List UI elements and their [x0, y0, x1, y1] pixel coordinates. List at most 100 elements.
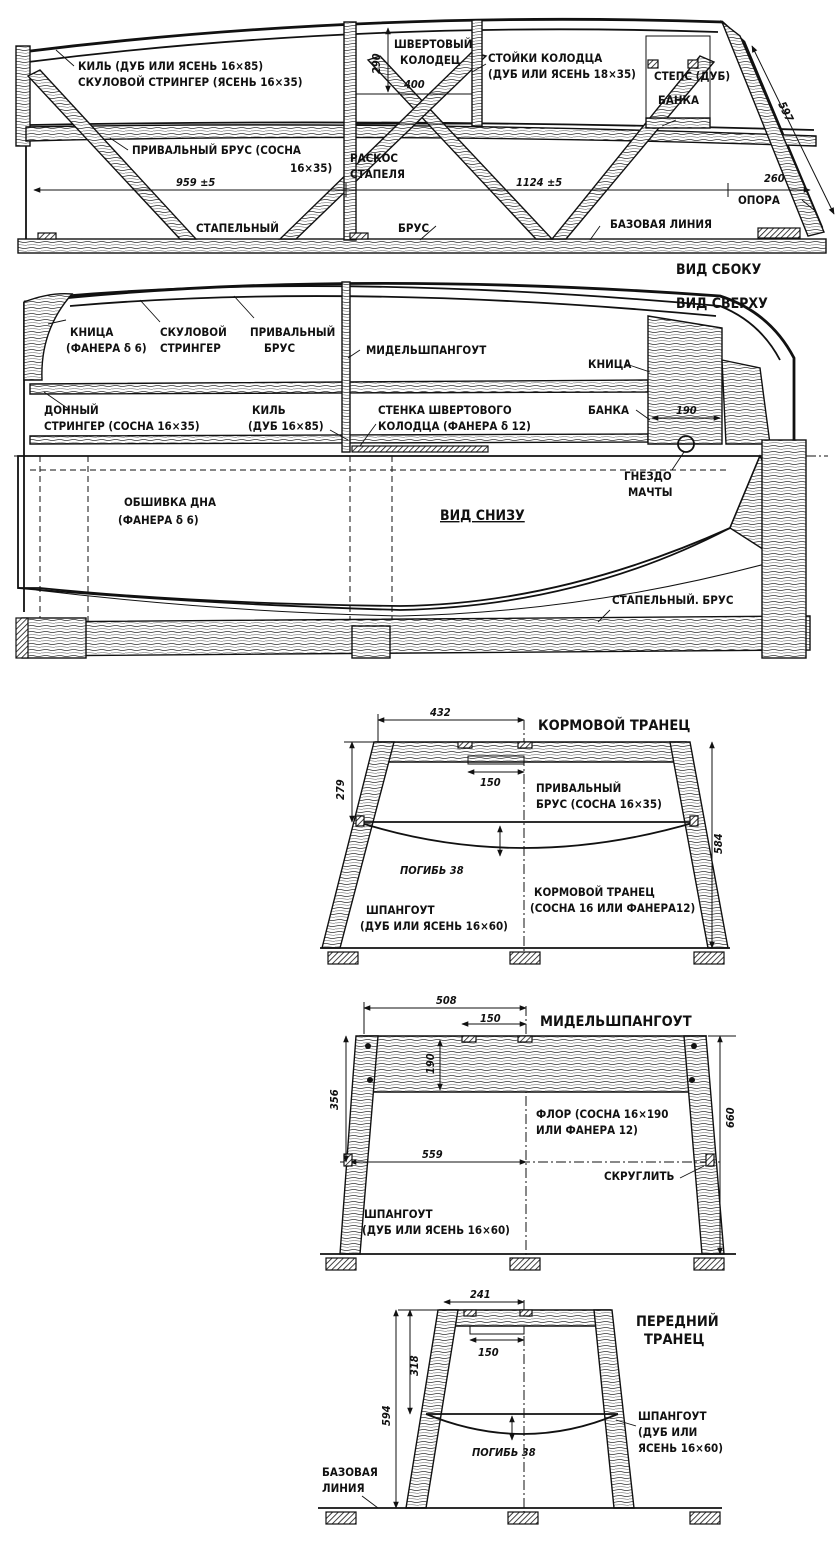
mast-step-hole	[677, 435, 695, 453]
label-knee-2: (ФАНЕРА δ 6)	[66, 341, 147, 355]
label-floor-2: ИЛИ ФАНЕРА 12)	[536, 1123, 638, 1137]
well-post-aft	[343, 21, 357, 241]
dim-mid-side-height: 356	[328, 1089, 341, 1110]
label-fwd-baseline-2: ЛИНИЯ	[322, 1481, 365, 1495]
dim-mid-notch: 150	[480, 1012, 501, 1025]
fwd-frame-left	[405, 1309, 459, 1509]
dim-aft-length: 959 ±5	[176, 176, 215, 189]
top-view: ВИД СВЕРХУ КНИЦА (ФАНЕРА δ 6) СКУЛОВ	[23, 281, 796, 612]
label-posts-1: СТОЙКИ КОЛОДЦА	[488, 50, 602, 65]
label-floor-1: ФЛОР (СОСНА 16×190	[536, 1107, 668, 1121]
label-mid-frame-1: ШПАНГОУТ	[364, 1207, 433, 1221]
stocks-beam	[17, 238, 827, 254]
dim-mid-half-width: 508	[436, 994, 457, 1007]
label-fwd-baseline-1: БАЗОВАЯ	[322, 1465, 378, 1479]
dim-fwd-notch: 150	[478, 1346, 499, 1359]
label-bottom-stringer-1: ДОННЫЙ	[44, 402, 99, 417]
dim-well-height: 290	[370, 53, 383, 74]
label-step: СТЕПС (ДУБ)	[654, 69, 730, 83]
fwd-camber-curve	[425, 1413, 619, 1435]
bottom-stocks-beam	[17, 615, 811, 657]
dim-mid-lower-width: 559	[422, 1148, 443, 1161]
fwd-seat	[647, 315, 723, 445]
dim-fwd-side-height: 318	[408, 1355, 421, 1376]
label-gunwale-2: 16×35)	[290, 161, 332, 175]
stern-frame-left	[321, 741, 395, 949]
label-stern-transom-1: КОРМОВОЙ ТРАНЕЦ	[534, 884, 655, 899]
label-fwd-camber: ПОГИБЬ 38	[472, 1446, 536, 1459]
dim-mid-total-height: 660	[724, 1107, 737, 1128]
title-stern-transom: КОРМОВОЙ ТРАНЕЦ	[538, 717, 690, 734]
dim-fwd-half-width: 241	[470, 1288, 491, 1301]
label-stern-gunwale-2: БРУС (СОСНА 16×35)	[536, 797, 662, 811]
dim-seat-width: 190	[676, 404, 697, 417]
title-fwd-transom-1: ПЕРЕДНИЙ	[636, 1313, 719, 1330]
label-stocks-bottom: СТАПЕЛЬНЫЙ. БРУС	[612, 592, 733, 607]
label-knee-1: КНИЦА	[70, 325, 113, 339]
title-side-view: ВИД СБОКУ	[676, 262, 762, 278]
label-stern-camber: ПОГИБЬ 38	[400, 864, 464, 877]
brace-aft	[26, 69, 198, 240]
label-brace-2: СТАПЕЛЯ	[350, 167, 405, 181]
label-keel: КИЛЬ (ДУБ ИЛИ ЯСЕНЬ 16×85)	[78, 59, 263, 73]
label-stern-transom-2: (СОСНА 16 ИЛИ ФАНЕРА12)	[530, 901, 695, 915]
label-gunwale-top-1: ПРИВАЛЬНЫЙ	[250, 324, 335, 339]
dim-stern-notch: 150	[480, 776, 501, 789]
side-sheer-line	[21, 17, 824, 229]
label-mast-1: ГНЕЗДО	[624, 469, 672, 483]
midship-floor	[351, 1035, 707, 1093]
dim-fwd-total-height: 594	[380, 1405, 393, 1426]
label-mid-frame-2: (ДУБ ИЛИ ЯСЕНЬ 16×60)	[362, 1223, 510, 1237]
title-midship-frame: МИДЕЛЬШПАНГОУТ	[540, 1014, 692, 1030]
bottom-plating	[17, 455, 762, 607]
label-support: ОПОРА	[738, 193, 780, 207]
label-well-1: ШВЕРТОВЫЙ	[394, 36, 472, 51]
dim-stem-length: 597	[775, 100, 796, 124]
midship-frame: МИДЕЛЬШПАНГОУТ 508 150 190 3	[320, 994, 737, 1271]
label-seat-side: БАНКА	[658, 93, 699, 107]
well-post-fwd	[471, 19, 483, 127]
label-chine-2: СТРИНГЕР	[160, 341, 221, 355]
bottom-view: ОБШИВКА ДНА (ФАНЕРА δ 6) ВИД СНИЗУ СТАПЕ…	[14, 439, 828, 659]
label-keel-top-1: КИЛЬ	[252, 403, 286, 417]
label-seat-top: БАНКА	[588, 403, 629, 417]
label-well-2: КОЛОДЕЦ	[400, 53, 461, 67]
well-wall	[351, 445, 489, 453]
label-bottom-stringer-2: СТРИНГЕР (СОСНА 16×35)	[44, 419, 200, 433]
title-bottom-view: ВИД СНИЗУ	[440, 508, 525, 524]
label-brace-1: РАСКОС	[350, 151, 398, 165]
label-stocks-2: БРУС	[398, 221, 429, 235]
label-plating-2: (ФАНЕРА δ 6)	[118, 513, 199, 527]
label-knee-fwd: КНИЦА	[588, 357, 631, 371]
label-plating-1: ОБШИВКА ДНА	[124, 495, 216, 509]
top-midframe	[341, 281, 351, 453]
brace-mid	[366, 55, 554, 240]
label-posts-2: (ДУБ ИЛИ ЯСЕНЬ 18×35)	[488, 67, 636, 81]
label-chine-stringer: СКУЛОВОЙ СТРИНГЕР (ЯСЕНЬ 16×35)	[78, 74, 302, 89]
label-gunwale-1: ПРИВАЛЬНЫЙ БРУС (СОСНА	[132, 142, 301, 157]
stern-knee	[23, 292, 74, 381]
dim-stern-total-height: 584	[712, 833, 725, 854]
dim-mid-floor-height: 190	[424, 1053, 437, 1074]
label-baseline-side: БАЗОВАЯ ЛИНИЯ	[610, 217, 712, 231]
dim-fwd-length: 260	[764, 172, 785, 185]
label-well-wall-1: СТЕНКА ШВЕРТОВОГО	[378, 403, 512, 417]
label-chine-1: СКУЛОВОЙ	[160, 324, 227, 339]
label-midframe-top: МИДЕЛЬШПАНГОУТ	[366, 343, 486, 357]
label-fwd-frame-2: (ДУБ ИЛИ	[638, 1425, 697, 1439]
label-fwd-frame-3: ЯСЕНЬ 16×60)	[638, 1441, 723, 1455]
title-fwd-transom-2: ТРАНЕЦ	[644, 1332, 705, 1348]
stern-post	[15, 45, 31, 147]
label-fwd-frame-1: ШПАНГОУТ	[638, 1409, 707, 1423]
label-mast-2: МАЧТЫ	[628, 485, 672, 499]
midship-frame-right	[683, 1035, 725, 1255]
stern-transom: КОРМОВОЙ ТРАНЕЦ 432 150 279 584 ПРИВАЛЬН…	[320, 706, 730, 965]
label-well-wall-2: КОЛОДЦА (ФАНЕРА δ 12)	[378, 419, 531, 433]
label-stern-frame-1: ШПАНГОУТ	[366, 903, 435, 917]
label-keel-top-2: (ДУБ 16×85)	[248, 419, 324, 433]
label-gunwale-top-2: БРУС	[264, 341, 295, 355]
forward-transom: ПЕРЕДНИЙ ТРАНЕЦ 241 150 318 594 ШПАНГОУТ	[318, 1288, 723, 1525]
fwd-frame-right	[593, 1309, 635, 1509]
bottom-stringer	[29, 379, 649, 395]
